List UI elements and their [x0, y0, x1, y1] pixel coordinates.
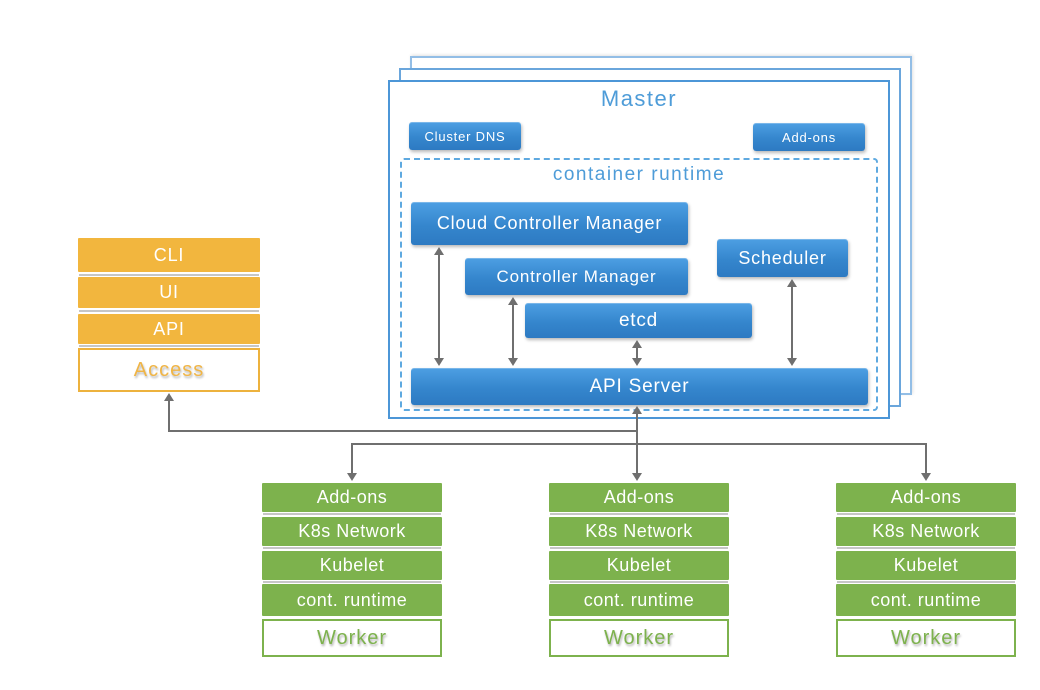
worker-row-kubelet: Kubelet	[836, 551, 1016, 580]
worker-row-kubelet: Kubelet	[262, 551, 442, 580]
worker-row-addons: Add-ons	[262, 483, 442, 512]
separator	[263, 513, 441, 515]
worker-label-box: Worker	[836, 619, 1016, 657]
api-server-box: API Server	[411, 368, 868, 405]
separator	[550, 547, 728, 549]
cloud-controller-manager-box: Cloud Controller Manager	[411, 202, 688, 245]
worker-row-k8s-network: K8s Network	[262, 517, 442, 546]
separator	[79, 310, 259, 312]
separator	[79, 274, 259, 276]
separator	[837, 513, 1015, 515]
etcd-box: etcd	[525, 303, 752, 338]
cluster-dns-box: Cluster DNS	[409, 122, 521, 150]
access-row-api: API	[78, 314, 260, 344]
separator	[550, 581, 728, 583]
separator	[263, 547, 441, 549]
worker-row-k8s-network: K8s Network	[836, 517, 1016, 546]
worker-row-cont-runtime: cont. runtime	[549, 584, 729, 616]
separator	[263, 581, 441, 583]
worker-row-kubelet: Kubelet	[549, 551, 729, 580]
access-label-box: Access	[78, 348, 260, 392]
master-title: Master	[600, 86, 678, 111]
access-row-ui: UI	[78, 277, 260, 308]
controller-manager-box: Controller Manager	[465, 258, 688, 295]
container-runtime-title: container runtime	[552, 164, 726, 185]
addons-master-box: Add-ons	[753, 123, 865, 151]
worker-row-cont-runtime: cont. runtime	[836, 584, 1016, 616]
separator	[837, 547, 1015, 549]
separator	[837, 581, 1015, 583]
worker-row-cont-runtime: cont. runtime	[262, 584, 442, 616]
worker-label-box: Worker	[549, 619, 729, 657]
scheduler-box: Scheduler	[717, 239, 848, 277]
worker-row-addons: Add-ons	[549, 483, 729, 512]
worker-row-addons: Add-ons	[836, 483, 1016, 512]
worker-label-box: Worker	[262, 619, 442, 657]
separator	[79, 345, 259, 347]
separator	[550, 513, 728, 515]
access-row-cli: CLI	[78, 238, 260, 272]
worker-row-k8s-network: K8s Network	[549, 517, 729, 546]
